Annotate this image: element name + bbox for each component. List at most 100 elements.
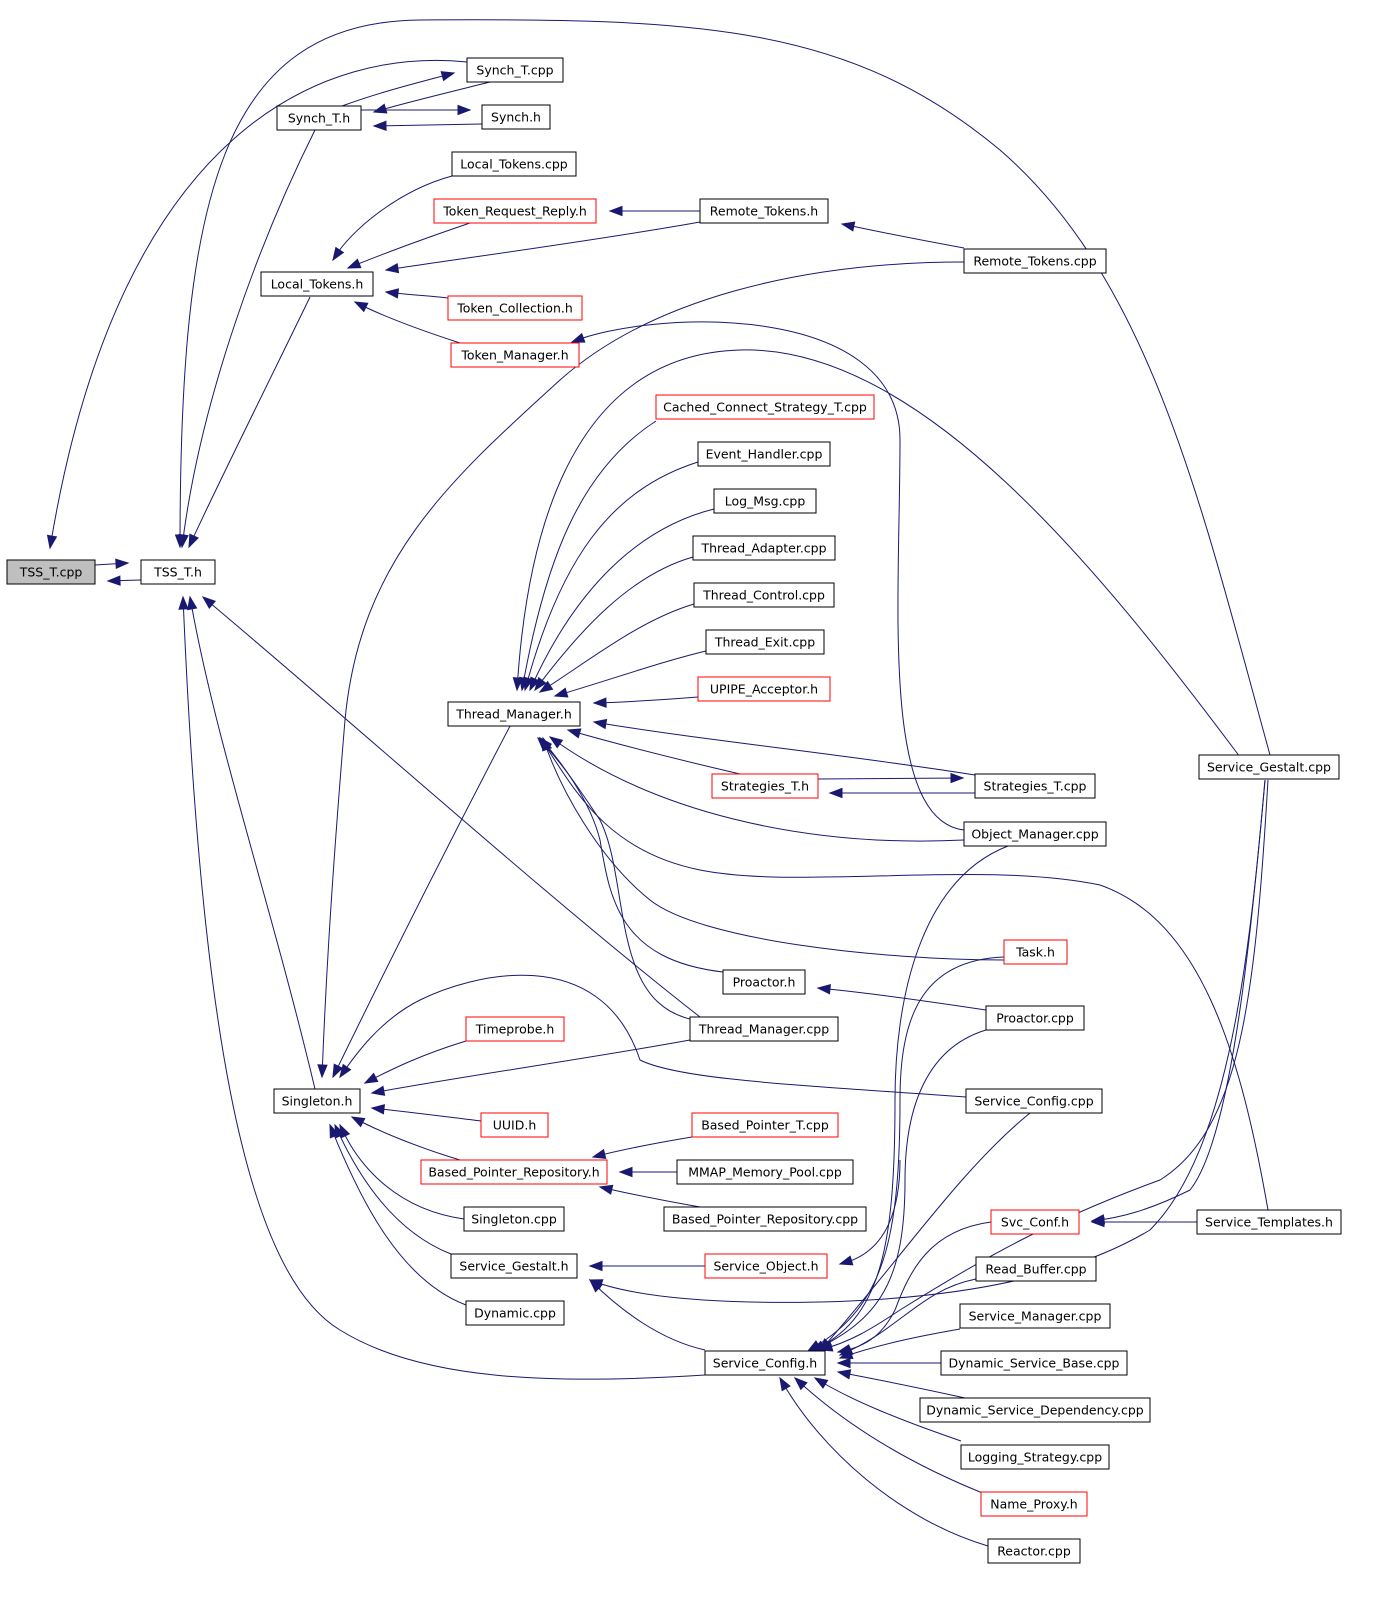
node-box-proactor-h[interactable] — [722, 969, 806, 995]
node-box-thread-adapter-cpp[interactable] — [692, 535, 836, 561]
node-box-service-gestalt-h[interactable] — [450, 1253, 578, 1279]
node-box-singleton-h[interactable] — [273, 1088, 361, 1114]
node-thread-control-cpp[interactable]: Thread_Control.cpp — [693, 582, 835, 608]
node-event-handler-cpp[interactable]: Event_Handler.cpp — [697, 441, 831, 467]
node-box-based-pointer-repository-h[interactable] — [420, 1159, 608, 1185]
node-box-thread-exit-cpp[interactable] — [705, 629, 825, 655]
node-box-cached-connect-strategy-t-cpp[interactable] — [655, 394, 875, 420]
node-singleton-cpp[interactable]: Singleton.cpp — [463, 1206, 565, 1232]
node-synch-t-cpp[interactable]: Synch_T.cpp — [466, 57, 564, 83]
node-box-local-tokens-h[interactable] — [260, 271, 374, 297]
node-box-service-config-cpp[interactable] — [965, 1088, 1103, 1114]
node-box-object-manager-cpp[interactable] — [963, 821, 1107, 847]
node-svc-conf-h[interactable]: Svc_Conf.h — [990, 1209, 1080, 1235]
node-box-token-request-reply-h[interactable] — [433, 198, 597, 224]
node-remote-tokens-cpp[interactable]: Remote_Tokens.cpp — [963, 248, 1107, 274]
node-box-tss-t-cpp[interactable] — [6, 559, 96, 585]
node-name-proxy-h[interactable]: Name_Proxy.h — [980, 1491, 1088, 1517]
node-upipe-acceptor-h[interactable]: UPIPE_Acceptor.h — [697, 676, 831, 702]
node-uuid-h[interactable]: UUID.h — [480, 1112, 549, 1138]
node-box-thread-manager-cpp[interactable] — [689, 1016, 839, 1042]
node-box-uuid-h[interactable] — [480, 1112, 549, 1138]
node-proactor-h[interactable]: Proactor.h — [722, 969, 806, 995]
node-dynamic-cpp[interactable]: Dynamic.cpp — [465, 1300, 565, 1326]
node-box-dynamic-service-dependency-cpp[interactable] — [919, 1397, 1151, 1423]
node-box-synch-h[interactable] — [481, 104, 551, 130]
node-tss-t-cpp[interactable]: TSS_T.cpp — [6, 559, 96, 585]
node-mmap-memory-pool-cpp[interactable]: MMAP_Memory_Pool.cpp — [676, 1159, 854, 1185]
node-box-svc-conf-h[interactable] — [990, 1209, 1080, 1235]
node-task-h[interactable]: Task.h — [1003, 939, 1068, 965]
node-token-request-reply-h[interactable]: Token_Request_Reply.h — [433, 198, 597, 224]
node-service-object-h[interactable]: Service_Object.h — [704, 1253, 828, 1279]
node-service-gestalt-h[interactable]: Service_Gestalt.h — [450, 1253, 578, 1279]
node-box-strategies-t-cpp[interactable] — [974, 773, 1096, 799]
node-based-pointer-t-cpp[interactable]: Based_Pointer_T.cpp — [691, 1112, 839, 1138]
node-object-manager-cpp[interactable]: Object_Manager.cpp — [963, 821, 1107, 847]
node-timeprobe-h[interactable]: Timeprobe.h — [465, 1016, 565, 1042]
node-box-timeprobe-h[interactable] — [465, 1016, 565, 1042]
node-local-tokens-h[interactable]: Local_Tokens.h — [260, 271, 374, 297]
node-box-token-manager-h[interactable] — [450, 342, 580, 368]
node-remote-tokens-h[interactable]: Remote_Tokens.h — [699, 198, 829, 224]
node-based-pointer-repository-cpp[interactable]: Based_Pointer_Repository.cpp — [663, 1206, 867, 1232]
node-dynamic-service-dependency-cpp[interactable]: Dynamic_Service_Dependency.cpp — [919, 1397, 1151, 1423]
node-logging-strategy-cpp[interactable]: Logging_Strategy.cpp — [960, 1444, 1110, 1470]
node-box-synch-t-cpp[interactable] — [466, 57, 564, 83]
node-box-service-manager-cpp[interactable] — [959, 1303, 1111, 1329]
node-box-synch-t-h[interactable] — [276, 105, 362, 131]
node-box-singleton-cpp[interactable] — [463, 1206, 565, 1232]
node-service-gestalt-cpp[interactable]: Service_Gestalt.cpp — [1198, 754, 1340, 780]
node-reactor-cpp[interactable]: Reactor.cpp — [987, 1538, 1081, 1564]
node-box-read-buffer-cpp[interactable] — [975, 1256, 1097, 1282]
node-box-upipe-acceptor-h[interactable] — [697, 676, 831, 702]
node-local-tokens-cpp[interactable]: Local_Tokens.cpp — [451, 151, 577, 177]
node-thread-manager-cpp[interactable]: Thread_Manager.cpp — [689, 1016, 839, 1042]
node-box-dynamic-cpp[interactable] — [465, 1300, 565, 1326]
node-cached-connect-strategy-t-cpp[interactable]: Cached_Connect_Strategy_T.cpp — [655, 394, 875, 420]
node-box-thread-manager-h[interactable] — [447, 701, 581, 727]
node-proactor-cpp[interactable]: Proactor.cpp — [985, 1005, 1085, 1031]
node-service-templates-h[interactable]: Service_Templates.h — [1196, 1209, 1342, 1235]
node-box-logging-strategy-cpp[interactable] — [960, 1444, 1110, 1470]
node-strategies-t-h[interactable]: Strategies_T.h — [711, 773, 819, 799]
node-box-thread-control-cpp[interactable] — [693, 582, 835, 608]
node-dynamic-service-base-cpp[interactable]: Dynamic_Service_Base.cpp — [940, 1350, 1128, 1376]
node-read-buffer-cpp[interactable]: Read_Buffer.cpp — [975, 1256, 1097, 1282]
node-box-based-pointer-t-cpp[interactable] — [691, 1112, 839, 1138]
node-box-based-pointer-repository-cpp[interactable] — [663, 1206, 867, 1232]
node-box-name-proxy-h[interactable] — [980, 1491, 1088, 1517]
node-box-reactor-cpp[interactable] — [987, 1538, 1081, 1564]
node-box-strategies-t-h[interactable] — [711, 773, 819, 799]
node-box-tss-t-h[interactable] — [140, 559, 216, 585]
node-box-task-h[interactable] — [1003, 939, 1068, 965]
node-thread-manager-h[interactable]: Thread_Manager.h — [447, 701, 581, 727]
node-box-dynamic-service-base-cpp[interactable] — [940, 1350, 1128, 1376]
node-box-mmap-memory-pool-cpp[interactable] — [676, 1159, 854, 1185]
node-thread-adapter-cpp[interactable]: Thread_Adapter.cpp — [692, 535, 836, 561]
node-box-proactor-cpp[interactable] — [985, 1005, 1085, 1031]
node-thread-exit-cpp[interactable]: Thread_Exit.cpp — [705, 629, 825, 655]
node-box-remote-tokens-cpp[interactable] — [963, 248, 1107, 274]
node-log-msg-cpp[interactable]: Log_Msg.cpp — [713, 488, 817, 514]
node-service-config-cpp[interactable]: Service_Config.cpp — [965, 1088, 1103, 1114]
node-box-service-gestalt-cpp[interactable] — [1198, 754, 1340, 780]
node-token-collection-h[interactable]: Token_Collection.h — [447, 295, 583, 321]
node-based-pointer-repository-h[interactable]: Based_Pointer_Repository.h — [420, 1159, 608, 1185]
node-strategies-t-cpp[interactable]: Strategies_T.cpp — [974, 773, 1096, 799]
node-synch-t-h[interactable]: Synch_T.h — [276, 105, 362, 131]
node-box-remote-tokens-h[interactable] — [699, 198, 829, 224]
node-box-local-tokens-cpp[interactable] — [451, 151, 577, 177]
node-service-config-h[interactable]: Service_Config.h — [704, 1350, 826, 1376]
node-synch-h[interactable]: Synch.h — [481, 104, 551, 130]
node-box-service-templates-h[interactable] — [1196, 1209, 1342, 1235]
node-tss-t-h[interactable]: TSS_T.h — [140, 559, 216, 585]
node-box-log-msg-cpp[interactable] — [713, 488, 817, 514]
node-box-event-handler-cpp[interactable] — [697, 441, 831, 467]
node-box-service-config-h[interactable] — [704, 1350, 826, 1376]
node-service-manager-cpp[interactable]: Service_Manager.cpp — [959, 1303, 1111, 1329]
node-box-service-object-h[interactable] — [704, 1253, 828, 1279]
node-singleton-h[interactable]: Singleton.h — [273, 1088, 361, 1114]
node-box-token-collection-h[interactable] — [447, 295, 583, 321]
node-token-manager-h[interactable]: Token_Manager.h — [450, 342, 580, 368]
